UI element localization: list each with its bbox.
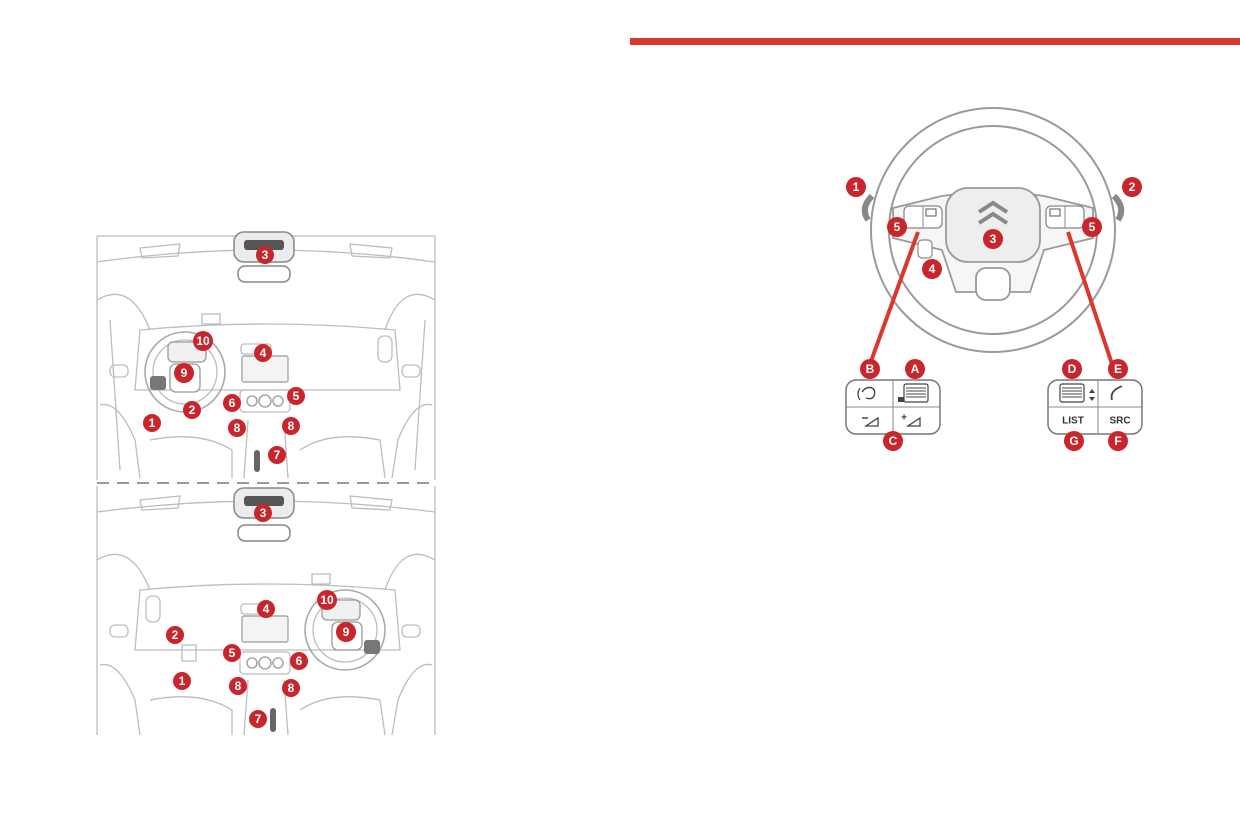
svg-text:10: 10 xyxy=(320,593,334,607)
list-button-label: LIST xyxy=(1062,416,1084,427)
callout-8: 8 xyxy=(282,679,300,697)
volume-up-icon: + xyxy=(901,413,921,427)
svg-text:G: G xyxy=(1069,434,1078,448)
svg-text:3: 3 xyxy=(990,232,997,246)
callout-d: D xyxy=(1062,359,1082,379)
svg-text:F: F xyxy=(1114,434,1121,448)
scroll-wheel-icon xyxy=(1059,383,1095,403)
left-control-pad: + A B C xyxy=(845,359,941,451)
svg-text:6: 6 xyxy=(296,654,303,668)
callout-10: 10 xyxy=(193,331,213,351)
dashboard-rhd-illustration: 1 2 3 4 5 6 7 8 8 9 10 xyxy=(96,486,436,736)
callout-e: E xyxy=(1108,359,1128,379)
callout-1: 1 xyxy=(846,177,866,197)
svg-text:B: B xyxy=(866,362,875,376)
svg-text:3: 3 xyxy=(260,506,267,520)
callout-5: 5 xyxy=(1082,217,1102,237)
callout-5: 5 xyxy=(287,387,305,405)
callout-4: 4 xyxy=(922,259,942,279)
right-control-pad: LIST SRC D E F G xyxy=(1047,359,1143,451)
callout-3: 3 xyxy=(256,246,274,264)
callout-6: 6 xyxy=(290,652,308,670)
svg-text:10: 10 xyxy=(196,334,210,348)
svg-text:2: 2 xyxy=(172,628,179,642)
svg-text:1: 1 xyxy=(853,180,860,194)
callout-2: 2 xyxy=(166,626,184,644)
svg-text:4: 4 xyxy=(263,602,270,616)
callout-2: 2 xyxy=(1122,177,1142,197)
svg-text:3: 3 xyxy=(262,248,269,262)
callout-5: 5 xyxy=(223,644,241,662)
svg-text:5: 5 xyxy=(1089,220,1096,234)
callout-6: 6 xyxy=(223,394,241,412)
callout-9: 9 xyxy=(174,363,194,383)
callout-10: 10 xyxy=(317,590,337,610)
svg-text:5: 5 xyxy=(229,646,236,660)
callout-2: 2 xyxy=(183,401,201,419)
callout-4: 4 xyxy=(257,600,275,618)
svg-text:4: 4 xyxy=(929,262,936,276)
svg-text:D: D xyxy=(1068,362,1077,376)
callout-b: B xyxy=(860,359,880,379)
svg-text:2: 2 xyxy=(1129,180,1136,194)
scroll-wheel-icon xyxy=(898,383,929,403)
svg-text:1: 1 xyxy=(149,416,156,430)
steering-wheel-illustration: 1 2 3 4 5 5 xyxy=(846,107,1142,365)
src-button-label: SRC xyxy=(1109,416,1130,427)
callout-a: A xyxy=(905,359,925,379)
svg-text:4: 4 xyxy=(260,346,267,360)
svg-text:5: 5 xyxy=(894,220,901,234)
brand-chevron-icon xyxy=(977,200,1009,225)
svg-text:7: 7 xyxy=(274,448,281,462)
callout-f: F xyxy=(1108,431,1128,451)
svg-text:8: 8 xyxy=(235,679,242,693)
svg-text:2: 2 xyxy=(189,403,196,417)
phone-icon xyxy=(1110,385,1123,401)
svg-text:A: A xyxy=(911,362,920,376)
svg-text:9: 9 xyxy=(181,366,188,380)
svg-text:9: 9 xyxy=(343,625,350,639)
svg-text:C: C xyxy=(889,434,898,448)
svg-text:8: 8 xyxy=(288,681,295,695)
callout-1: 1 xyxy=(143,414,161,432)
header-accent-bar xyxy=(630,38,1240,45)
callout-9: 9 xyxy=(336,622,356,642)
svg-text:+: + xyxy=(901,413,907,424)
svg-text:1: 1 xyxy=(179,674,186,688)
callout-7: 7 xyxy=(249,710,267,728)
svg-text:7: 7 xyxy=(255,712,262,726)
callout-c: C xyxy=(883,431,903,451)
callout-5: 5 xyxy=(887,217,907,237)
callout-1: 1 xyxy=(173,672,191,690)
callout-3: 3 xyxy=(254,504,272,522)
svg-text:5: 5 xyxy=(293,389,300,403)
svg-text:8: 8 xyxy=(234,421,241,435)
svg-text:8: 8 xyxy=(288,419,295,433)
callout-8: 8 xyxy=(228,419,246,437)
mirror-icon xyxy=(233,487,295,542)
voice-command-icon xyxy=(857,386,876,401)
callout-g: G xyxy=(1064,431,1084,451)
callout-8: 8 xyxy=(282,417,300,435)
callout-7: 7 xyxy=(268,446,286,464)
svg-text:E: E xyxy=(1114,362,1122,376)
callout-3: 3 xyxy=(983,229,1003,249)
dashboard-lhd-illustration: 1 2 3 4 5 6 7 8 8 9 10 xyxy=(96,231,436,480)
volume-down-icon xyxy=(862,416,879,427)
callout-4: 4 xyxy=(254,344,272,362)
callout-8: 8 xyxy=(229,677,247,695)
svg-text:6: 6 xyxy=(229,396,236,410)
